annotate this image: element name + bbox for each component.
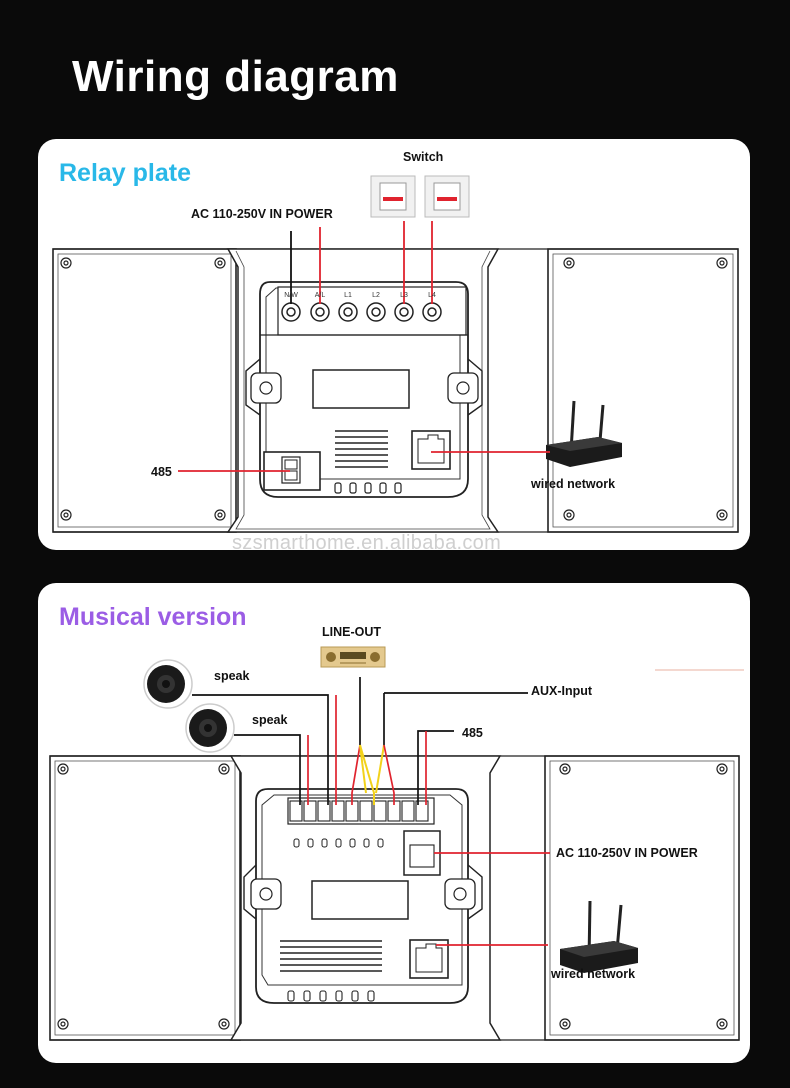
label-wired-network: wired network (551, 967, 636, 981)
musical-version-card: Musical version LINE-OUT speak speak AUX… (38, 583, 750, 1063)
page-title: Wiring diagram (72, 52, 399, 101)
label-switch: Switch (403, 150, 444, 164)
relay-plate-diagram: N/W A/L L1 L2 L3 L4 (52, 175, 739, 533)
terminal-mark: L2 (372, 292, 380, 299)
terminal-mark: L4 (428, 292, 436, 299)
label-power-in: AC 110-250V IN POWER (191, 207, 333, 221)
section-title-musical: Musical version (59, 603, 247, 631)
router-icon (560, 900, 638, 973)
label-speak-1: speak (214, 669, 250, 683)
label-485: 485 (151, 465, 172, 479)
musical-version-diagram (49, 646, 744, 1041)
amplifier-icon (320, 646, 386, 668)
wall-switch-icon (370, 175, 416, 218)
speaker-icon (185, 703, 235, 753)
wall-switch-icon (424, 175, 470, 218)
section-title-relay: Relay plate (59, 159, 192, 187)
speaker-icon (143, 659, 193, 709)
terminal-screw (281, 302, 442, 322)
label-aux-input: AUX-Input (531, 684, 593, 698)
terminal-mark: A/L (315, 292, 326, 299)
label-line-out: LINE-OUT (322, 625, 382, 639)
label-speak-2: speak (252, 713, 288, 727)
screw-icon (57, 763, 728, 1030)
screw-icon (60, 257, 728, 521)
terminal-mark: L1 (344, 292, 352, 299)
terminal-block (289, 800, 429, 822)
router-icon (546, 400, 622, 467)
label-power-in: AC 110-250V IN POWER (556, 846, 698, 860)
terminal-mark: L3 (400, 292, 408, 299)
relay-plate-card: N/W A/L L1 L2 L3 L4 Relay plate Switch AC 110… (38, 139, 750, 550)
label-485: 485 (462, 726, 483, 740)
watermark: szsmarthome.en.alibaba.com (232, 532, 502, 554)
label-wired-network: wired network (531, 477, 616, 491)
terminal-mark: N/W (284, 292, 298, 299)
